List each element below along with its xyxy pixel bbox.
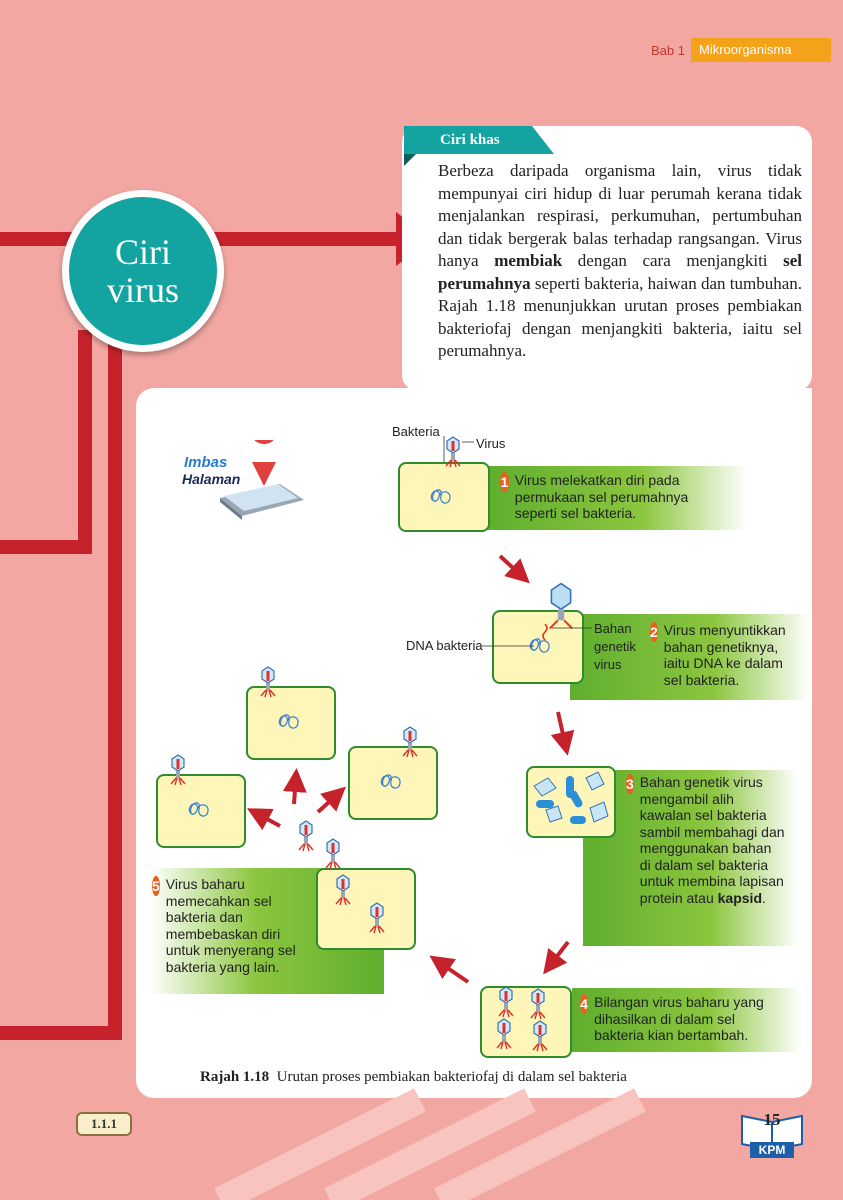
label-bahan-line-1: Bahan (594, 621, 632, 636)
section-tab: Ciri khas (404, 126, 554, 154)
label-bahan-line-2: genetik (594, 639, 636, 654)
bacteria-cell-burst (316, 868, 416, 950)
ar-imbas: Imbas (184, 454, 228, 471)
step-2: 2 Virus menyuntikkan bahan genetiknya, i… (650, 622, 802, 688)
bacteria-cell-new-3 (156, 774, 246, 848)
step-4-text: Bilangan virus baharu yang dihasilkan di… (594, 994, 764, 1043)
bacteria-cell-4 (480, 986, 572, 1058)
label-bakteria: Bakteria (392, 424, 440, 439)
step-1-bg (487, 466, 747, 530)
caption-text: Urutan proses pembiakan bakteriofaj di d… (276, 1069, 627, 1085)
info-panel (402, 126, 812, 391)
description-paragraph: Berbeza daripada organisma lain, virus t… (438, 160, 802, 363)
step-3-bold: kapsid (717, 889, 762, 906)
chapter-title: Mikroorganisma (690, 38, 832, 62)
step-5: 5 Virus baharu memecahkan sel bakteria d… (152, 876, 312, 975)
ar-badge-text: AR (253, 446, 274, 462)
label-virus: Virus (476, 436, 506, 451)
step-2-bg (570, 614, 810, 700)
ar-halaman: Halaman (182, 471, 241, 487)
bacteria-cell-new-1 (246, 686, 336, 760)
paragraph-text-1: Berbeza daripada organisma lain, virus t… (438, 161, 802, 270)
ar-scan-badge[interactable]: AR Imbas Halaman (180, 440, 310, 530)
step-4-number: 4 (580, 994, 589, 1014)
bacteria-cell-1 (398, 462, 490, 532)
step-3-bg (583, 770, 798, 946)
step-5-number: 5 (152, 876, 160, 896)
connector-line-vert-b (108, 330, 122, 1040)
step-3-number: 3 (626, 774, 634, 794)
page-number: 15 (763, 1110, 781, 1129)
bacteria-cell-new-2 (348, 746, 438, 820)
caption-label: Rajah 1.18 (200, 1069, 270, 1085)
step-3-end: . (762, 889, 766, 906)
publisher-label: KPM (750, 1142, 794, 1158)
step-2-text: Virus menyuntikkan bahan genetiknya, iai… (663, 622, 786, 688)
paragraph-bold-2: sel perumahnya (438, 251, 802, 293)
topic-line-2: virus (107, 270, 179, 310)
phone-icon (220, 440, 304, 520)
step-4-bg (572, 988, 802, 1052)
step-5-text: Virus baharu memecahkan sel bakteria dan… (165, 876, 296, 975)
connector-line-vert-a (78, 330, 92, 554)
connector-line-mid (0, 540, 92, 554)
paragraph-text-2: dengan cara menjangkiti (562, 251, 784, 270)
step-1: 1 Virus melekatkan diri pada permukaan s… (500, 472, 720, 522)
label-dna-bakteria: DNA bakteria (406, 638, 483, 653)
page-number-badge: 15 KPM (738, 1108, 806, 1160)
step-3: 3 Bahan genetik virus mengambil alih kaw… (626, 774, 786, 906)
step-3-text: Bahan genetik virus mengambil alih kawal… (639, 774, 785, 906)
paragraph-bold-1: membiak (494, 251, 563, 270)
page-reference-badge: 1.1.1 (76, 1112, 132, 1136)
step-1-text: Virus melekatkan diri pada permukaan sel… (514, 472, 689, 521)
paragraph-text-3: seperti bakteria, haiwan dan tumbuhan. R… (438, 273, 803, 361)
chapter-number: Bab 1 (651, 42, 685, 58)
connector-line-bottom (0, 1026, 122, 1040)
step-1-number: 1 (500, 472, 509, 492)
step-2-number: 2 (650, 622, 658, 642)
label-bahan-genetik-virus: Bahan genetik virus (594, 620, 636, 674)
label-bahan-line-3: virus (594, 657, 622, 672)
chapter-header: Bab 1 Mikroorganisma (645, 38, 832, 62)
figure-caption: Rajah 1.18 Urutan proses pembiakan bakte… (200, 1069, 760, 1086)
step-4: 4 Bilangan virus baharu yang dihasilkan … (580, 994, 786, 1044)
topic-line-1: Ciri (114, 232, 171, 272)
tab-fold (404, 154, 416, 166)
